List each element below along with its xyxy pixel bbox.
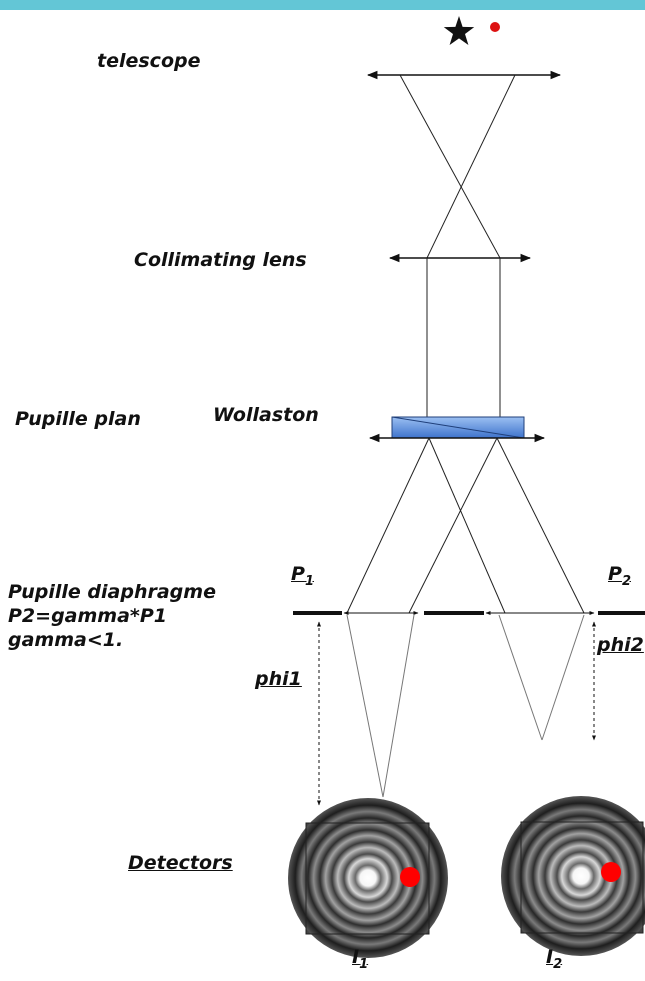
telescope-label: telescope — [97, 50, 201, 72]
star-icon — [443, 16, 475, 45]
ray — [399, 74, 501, 259]
pupille-diaphragme-label: Pupille diaphragme — [8, 581, 216, 603]
ray — [426, 74, 516, 259]
psf-spot — [400, 867, 420, 887]
p1-base: P — [291, 563, 305, 585]
p1-label: P1 — [291, 563, 314, 590]
i1-label: I1 — [352, 946, 368, 973]
cone-ray — [498, 614, 543, 741]
pupille-plan-label: Pupille plan — [15, 408, 141, 430]
i2-label: I2 — [546, 946, 562, 973]
psf-spot — [601, 862, 621, 882]
p1-subscript: 1 — [304, 574, 314, 589]
p2-subscript: 2 — [621, 574, 631, 589]
i2-subscript: 2 — [553, 957, 563, 972]
detectors-label: Detectors — [128, 852, 233, 874]
p2-label: P2 — [608, 563, 631, 590]
ray — [428, 437, 506, 614]
i1-base: I — [352, 946, 360, 968]
phi1-label: phi1 — [255, 668, 302, 690]
ray — [408, 437, 498, 614]
phi2-label: phi2 — [597, 634, 644, 656]
wollaston-label: Wollaston — [213, 404, 319, 426]
cone-ray — [346, 614, 384, 798]
detector-2 — [501, 796, 645, 956]
collimating-lens-label: Collimating lens — [134, 249, 307, 271]
ray — [346, 437, 430, 614]
i1-subscript: 1 — [359, 957, 369, 972]
cone-ray — [382, 614, 415, 798]
detector-1 — [288, 798, 448, 958]
ray — [496, 437, 585, 614]
gamma-label: gamma<1. — [8, 629, 124, 652]
cone-ray — [541, 614, 585, 741]
i2-base: I — [546, 946, 554, 968]
diaphragm-description: Pupille diaphragme P2=gamma*P1 gamma<1. — [8, 580, 216, 652]
p2-base: P — [608, 563, 622, 585]
relation-label: P2=gamma*P1 — [8, 605, 167, 628]
header-bar — [0, 0, 645, 10]
red-dot-icon — [490, 22, 500, 32]
